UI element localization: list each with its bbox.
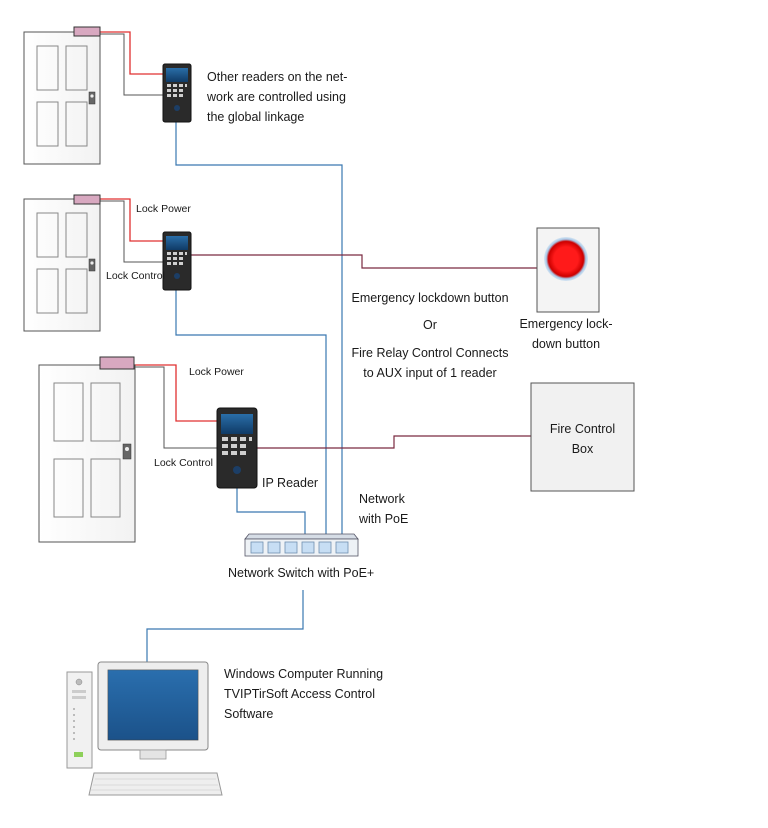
lock-power-label-2: Lock Power <box>189 366 244 378</box>
lock-control-wire-3 <box>134 366 217 449</box>
computer-label: Windows Computer Running TVIPTirSoft Acc… <box>224 667 384 721</box>
strike-2 <box>73 194 101 205</box>
emergency-button-label: Emergency lock- down button <box>519 317 613 351</box>
lock-power-label-1: Lock Power <box>136 203 191 215</box>
emergency-button-wire <box>190 254 537 269</box>
ip-reader-2 <box>162 231 192 291</box>
ip-reader-1 <box>162 63 192 123</box>
fire-control-wire <box>256 435 531 449</box>
wires <box>100 31 537 662</box>
lock-control-label-1: Lock Control <box>106 270 165 282</box>
emergency-button-box <box>536 227 600 313</box>
emergency-button-icon <box>544 237 588 281</box>
door-1 <box>23 31 101 165</box>
strike-3 <box>99 356 135 370</box>
lock-power-wire-3 <box>134 364 217 422</box>
emergency-caption: Emergency lockdown button <box>351 291 509 305</box>
network-switch-label: Network Switch with PoE+ <box>228 566 375 580</box>
network-switch <box>244 533 359 557</box>
network-wire-computer <box>146 590 304 662</box>
door-3 <box>38 364 136 543</box>
lock-control-label-2: Lock Control <box>154 457 213 469</box>
lock-power-wire-2 <box>100 198 164 242</box>
strike-1 <box>73 26 101 37</box>
ip-reader-label: IP Reader <box>262 476 319 490</box>
computer-icon <box>66 661 223 796</box>
fire-control-box <box>530 382 635 492</box>
lock-control-wire-2 <box>100 200 164 263</box>
network-poe-label: Network with PoE <box>359 492 409 526</box>
network-wire-reader-2 <box>175 289 327 536</box>
fire-control-box-label: Fire Control Box <box>549 422 616 456</box>
or-label: Or <box>423 318 437 332</box>
lock-control-wire-1 <box>100 33 164 96</box>
network-wire-reader-3 <box>236 486 306 536</box>
lock-power-wire-1 <box>100 31 164 75</box>
ip-reader-3 <box>216 407 258 489</box>
other-readers-note: Other readers on the net- work are contr… <box>207 70 348 124</box>
fire-relay-note: Fire Relay Control Connects to AUX input… <box>351 346 509 380</box>
network-wire-reader-1 <box>175 122 343 536</box>
door-2 <box>23 198 101 332</box>
